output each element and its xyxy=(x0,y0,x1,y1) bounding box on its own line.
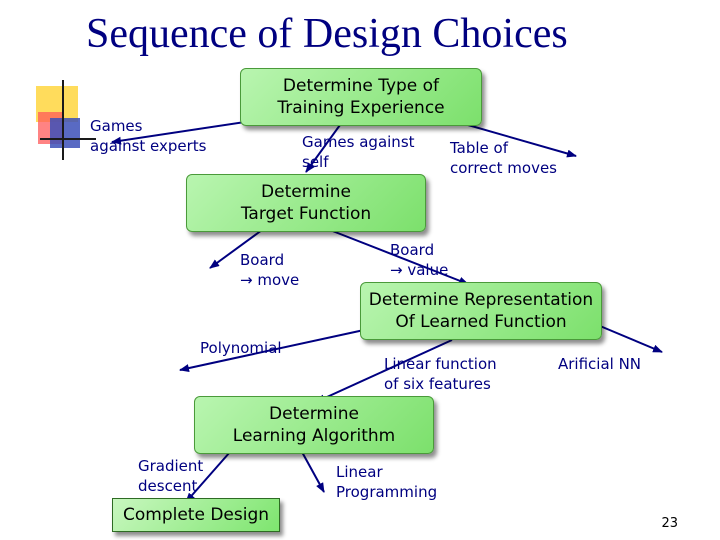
arrow-games-against-self xyxy=(305,124,341,173)
arrow-table-of-correct-moves xyxy=(467,124,577,158)
arrow-gradient-descent xyxy=(185,451,231,503)
box-target-function: Determine Target Function xyxy=(186,174,426,232)
corner-decoration xyxy=(0,0,96,170)
page-title: Sequence of Design Choices xyxy=(86,11,568,57)
arrow-linear-programming xyxy=(301,451,325,493)
page-number: 23 xyxy=(661,516,678,531)
label-linear-programming: Linear Programming xyxy=(336,463,438,501)
arrow-board-value xyxy=(329,229,469,285)
blue-square xyxy=(50,118,80,148)
box-learning-algorithm: Determine Learning Algorithm xyxy=(194,396,434,454)
label-polynomial: Polynomial xyxy=(200,339,282,357)
arrow-board-move xyxy=(209,229,263,269)
arrow-linear-function xyxy=(315,339,453,403)
vertical-line xyxy=(62,80,64,160)
label-games-against-experts: Games against experts xyxy=(90,117,207,155)
box-complete-design: Complete Design xyxy=(112,498,280,532)
label-linear-function: Linear function of six features xyxy=(384,355,497,393)
arrow-artificial-nn xyxy=(599,325,663,353)
label-artificial-nn: Arificial NN xyxy=(558,355,642,373)
arrow-games-against-experts xyxy=(111,119,259,145)
box-training-experience: Determine Type of Training Experience xyxy=(240,68,482,126)
box-representation: Determine Representation Of Learned Func… xyxy=(360,282,602,340)
label-board-value: Board → value xyxy=(390,241,449,279)
label-board-move: Board → move xyxy=(240,251,300,289)
label-games-against-self: Games against self xyxy=(302,133,415,171)
label-table-of-correct-moves: Table of correct moves xyxy=(450,139,557,177)
label-gradient-descent: Gradient descent xyxy=(138,457,204,495)
arrow-polynomial xyxy=(179,329,365,372)
horizontal-line xyxy=(40,138,96,140)
